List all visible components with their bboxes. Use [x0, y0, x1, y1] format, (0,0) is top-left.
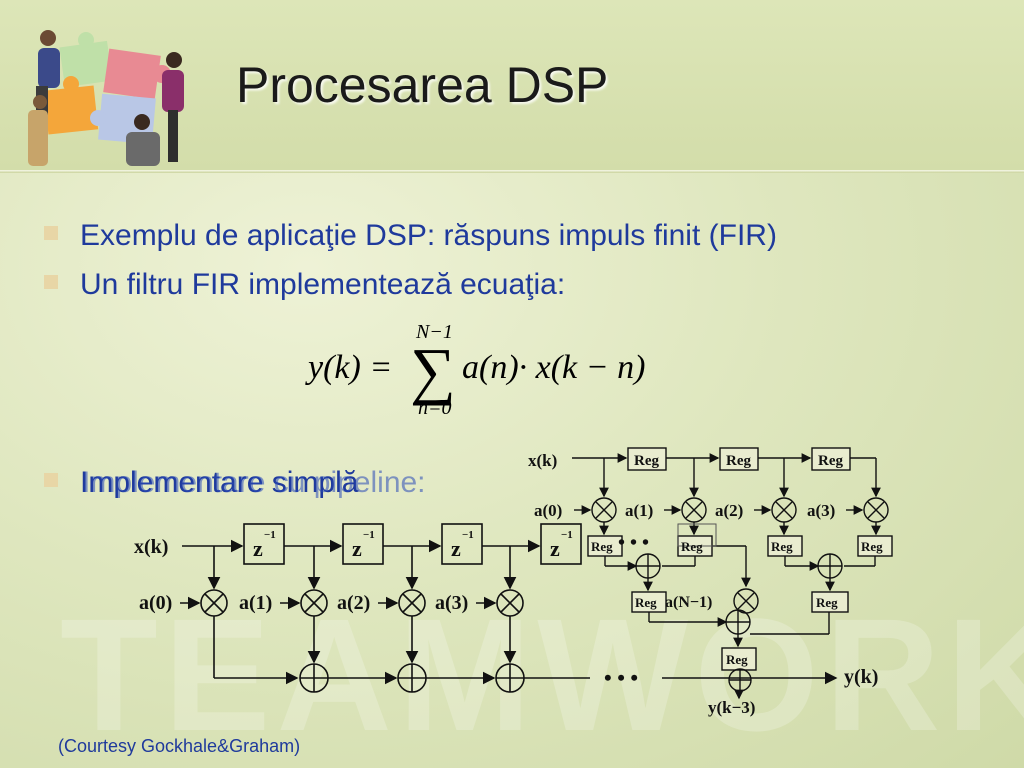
pipeline-coef-a3: a(3) — [807, 501, 835, 520]
delay-exp-4: −1 — [561, 529, 573, 541]
fir-equation: y(k) = N−1 ∑ n=0 a(n)· x(k − n) — [305, 321, 645, 419]
pipeline-reg-10: Reg — [726, 652, 748, 667]
simple-ellipsis: • • • — [604, 665, 638, 690]
equation-sum-upper: N−1 — [415, 321, 453, 343]
bullet-fir-equation: Un filtru FIR implementează ecuaţia: — [44, 268, 664, 302]
bullet-square-icon — [44, 473, 58, 487]
pipeline-reg-6: Reg — [771, 539, 793, 554]
pipeline-input-label: x(k) — [528, 451, 557, 470]
bullet-square-icon — [44, 226, 58, 240]
simple-coef-a0: a(0) — [139, 592, 172, 614]
delay-label-2: z — [352, 536, 362, 561]
pipeline-reg-9: Reg — [816, 595, 838, 610]
delay-label-4: z — [550, 536, 560, 561]
equation-lhs: y(k) = — [305, 349, 392, 386]
equation-rhs: a(n)· x(k − n) — [462, 349, 645, 386]
pipeline-reg-1: Reg — [634, 453, 659, 469]
bullet-implementation: Implementare simplă Implementare cu pipe… — [44, 466, 504, 500]
pipeline-reg-7: Reg — [861, 539, 883, 554]
pipeline-reg-3: Reg — [818, 453, 843, 469]
simple-coef-a3: a(3) — [435, 592, 468, 614]
delay-exp-1: −1 — [264, 529, 276, 541]
equation-sum-symbol: ∑ — [410, 335, 456, 406]
watermark: TEAMWORK — [60, 585, 1024, 764]
pipeline-coef-a1: a(1) — [625, 501, 653, 520]
simple-output-label: y(k) — [844, 666, 878, 688]
bullet-text-simple: Implementare simplă — [80, 466, 359, 499]
bullet-text: Exemplu de aplicaţie DSP: răspuns impuls… — [80, 219, 777, 252]
bullet-square-icon — [44, 275, 58, 289]
pipeline-coef-a2: a(2) — [715, 501, 743, 520]
delay-label-3: z — [451, 536, 461, 561]
pipeline-reg-8: Reg — [635, 595, 657, 610]
delay-exp-3: −1 — [462, 529, 474, 541]
bullet-fir-example: Exemplu de aplicaţie DSP: răspuns impuls… — [44, 219, 777, 253]
pipeline-reg-4: Reg — [591, 539, 613, 554]
bullet-text-pipeline: Implementare cu pipeline: — [82, 466, 426, 499]
teamwork-puzzle-logo — [28, 30, 184, 166]
pipeline-reg-5: Reg — [681, 539, 703, 554]
pipeline-ellipsis: • • • — [618, 532, 649, 554]
simple-coef-a2: a(2) — [337, 592, 370, 614]
simple-input-label: x(k) — [134, 536, 168, 558]
equation-sum-lower: n=0 — [418, 397, 452, 419]
slide-title: Procesarea DSP — [236, 57, 609, 113]
pipeline-coef-a0: a(0) — [534, 501, 562, 520]
delay-label-1: z — [253, 536, 263, 561]
pipeline-output-label: y(k−3) — [708, 698, 755, 717]
pipeline-reg-2: Reg — [726, 453, 751, 469]
header-divider — [0, 170, 1024, 173]
bullet-text: Un filtru FIR implementează ecuaţia: — [80, 268, 566, 301]
delay-exp-2: −1 — [363, 529, 375, 541]
courtesy-note: (Courtesy Gockhale&Graham) — [58, 736, 301, 756]
pipeline-coef-aN1: a(N−1) — [665, 594, 712, 611]
simple-coef-a1: a(1) — [239, 592, 272, 614]
